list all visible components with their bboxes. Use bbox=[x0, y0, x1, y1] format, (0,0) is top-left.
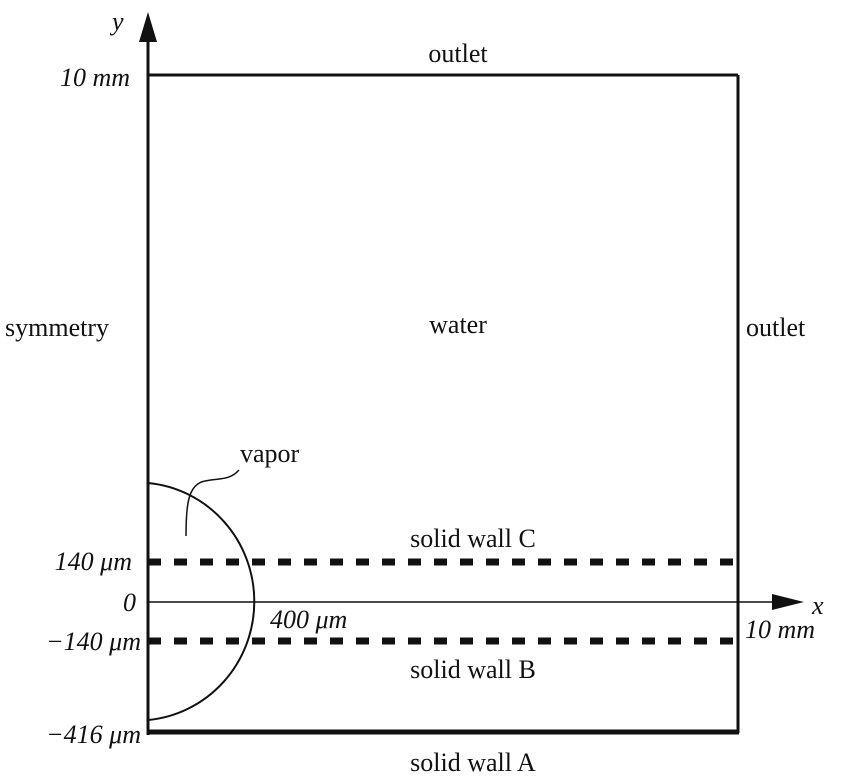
y-axis-label: y bbox=[109, 7, 124, 36]
symmetry-label: symmetry bbox=[5, 313, 109, 342]
solid-wall-a-label: solid wall A bbox=[410, 748, 536, 777]
solid-wall-b-label: solid wall B bbox=[410, 655, 536, 684]
x-axis-label: x bbox=[811, 591, 824, 620]
x-axis-arrow-icon bbox=[772, 594, 804, 610]
solid-wall-c-label: solid wall C bbox=[410, 524, 536, 553]
tick-y-0: 0 bbox=[123, 588, 136, 617]
water-label: water bbox=[429, 310, 487, 339]
tick-y-10mm: 10 mm bbox=[60, 63, 130, 92]
outlet-top-label: outlet bbox=[428, 39, 488, 68]
bubble-radius-label: 400 μm bbox=[270, 605, 347, 634]
outlet-right-label: outlet bbox=[746, 313, 806, 342]
vapor-leader-line bbox=[185, 469, 240, 537]
vapor-label: vapor bbox=[240, 439, 300, 468]
y-axis-arrow-icon bbox=[139, 12, 157, 42]
vapor-bubble bbox=[147, 482, 256, 721]
tick-y-140um: 140 μm bbox=[55, 547, 132, 576]
tick-y-minus-416um: −416 μm bbox=[46, 720, 141, 749]
tick-x-10mm: 10 mm bbox=[745, 615, 815, 644]
tick-y-minus-140um: −140 μm bbox=[46, 627, 141, 656]
